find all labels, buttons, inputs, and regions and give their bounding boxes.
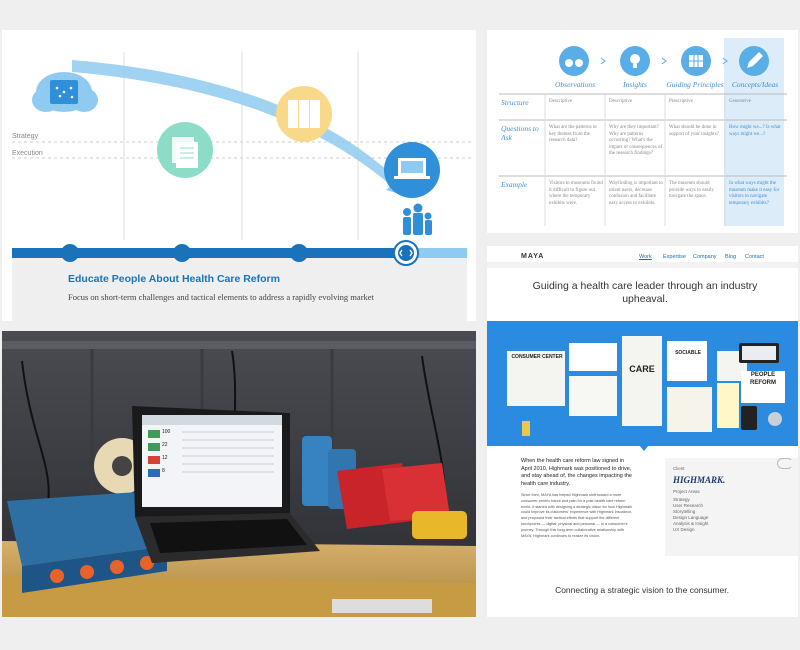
hero-headline: Guiding a health care leader through an …	[532, 280, 758, 305]
screen-value: 100	[162, 429, 171, 435]
grid-icon	[681, 46, 711, 76]
board-note: CARE	[629, 364, 655, 374]
table-cell: Prescriptive	[669, 99, 693, 104]
table-cell: Generative	[729, 99, 751, 104]
table-cell: In what ways might the museum make it ea…	[729, 181, 780, 206]
project-area: UX Design	[673, 527, 695, 532]
project-areas-label: Project Areas	[673, 489, 700, 494]
project-area: Strategy	[673, 497, 690, 502]
board-note: SOCIABLE	[675, 350, 701, 356]
intro-text: When the health care reform law signed i…	[521, 458, 632, 487]
table-cell: Descriptive	[609, 99, 633, 104]
site-logo[interactable]: MAYA	[521, 253, 545, 260]
pencil-icon	[739, 46, 769, 76]
blue-device	[7, 491, 167, 593]
timeline-node[interactable]	[61, 244, 79, 262]
execution-label: Execution	[12, 150, 43, 157]
workbench-photo: 100 22 12 8	[2, 331, 476, 617]
pointer-arrow	[639, 445, 649, 451]
screen-value: 8	[162, 468, 165, 474]
timeline-node[interactable]	[173, 244, 191, 262]
nav-work[interactable]: Work	[639, 254, 652, 260]
screen-value: 22	[162, 442, 168, 448]
nav-company[interactable]: Company	[693, 254, 717, 260]
table-cell: What should be done in support of your i…	[669, 125, 719, 137]
strategy-diagram-panel: Strategy Execution Educate People About …	[2, 30, 476, 321]
footer-headline: Connecting a strategic vision to the con…	[555, 585, 729, 595]
table-cell: The museum should provide ways to easily…	[669, 181, 714, 199]
table-cell: Visitors to museums found it difficult t…	[549, 181, 603, 206]
timeline-node[interactable]	[290, 244, 308, 262]
binoculars-icon	[559, 46, 589, 76]
body-text: Since then, MAYA has helped Highmark shi…	[521, 493, 633, 538]
nav-expertise[interactable]: Expertise	[663, 254, 686, 260]
screen-value: 12	[162, 455, 168, 461]
strategy-diagram	[12, 52, 472, 321]
project-area: Analysis & Insight	[673, 521, 709, 526]
nav-contact[interactable]: Contact	[745, 254, 764, 260]
row-label: Questions to Ask	[501, 124, 539, 142]
table-cell: Wayfinding is important to orient users,…	[609, 181, 663, 206]
client-label: Client	[673, 466, 685, 471]
client-sidebar	[665, 458, 798, 556]
row-label: Example	[501, 180, 528, 189]
table-cell: Descriptive	[549, 99, 573, 104]
laptop-icon	[384, 142, 440, 198]
workbench-illustration	[2, 331, 476, 617]
lightbulb-icon	[620, 46, 650, 76]
laptop[interactable]	[132, 406, 320, 563]
board-note: REFORM	[750, 380, 776, 386]
client-logo: HIGHMARK.	[673, 475, 726, 485]
table-cell: What are the patterns or key themes from…	[549, 125, 598, 143]
table-cell: Why are they important? Why are patterns…	[609, 125, 663, 156]
project-board-image	[487, 321, 798, 446]
framework-table-panel: Observations Insights Guiding Principles…	[487, 30, 798, 233]
board-note: CONSUMER CENTER	[511, 354, 563, 360]
case-study-webpage: MAYA Work Expertise Company Blog Contact…	[487, 246, 798, 617]
board-note: PEOPLE	[750, 372, 776, 378]
people-icon	[403, 203, 432, 235]
column-header: Insights	[623, 80, 647, 89]
column-header: Guiding Principles	[666, 80, 724, 89]
nav-blog[interactable]: Blog	[725, 254, 737, 260]
row-label: Structure	[501, 98, 529, 107]
strategy-label: Strategy	[12, 133, 39, 140]
header-divider	[487, 262, 798, 268]
table-cell: How might we...? Is what ways might we..…	[729, 125, 781, 137]
framework-graphic	[499, 38, 787, 226]
project-area: Storytelling	[673, 509, 696, 514]
section-title: Educate People About Health Care Reform	[68, 273, 280, 285]
project-area: Design Language	[673, 515, 709, 520]
documents-icon	[157, 122, 213, 178]
section-subtitle: Focus on short-term challenges and tacti…	[68, 292, 374, 302]
project-area: User Research	[673, 503, 704, 508]
folders-icon	[276, 86, 332, 142]
cloud-data-icon	[32, 72, 98, 112]
column-header: Observations	[555, 80, 595, 89]
timeline-node-active[interactable]	[393, 240, 419, 266]
column-header: Concepts/Ideas	[731, 80, 779, 89]
share-icon[interactable]	[777, 458, 793, 469]
